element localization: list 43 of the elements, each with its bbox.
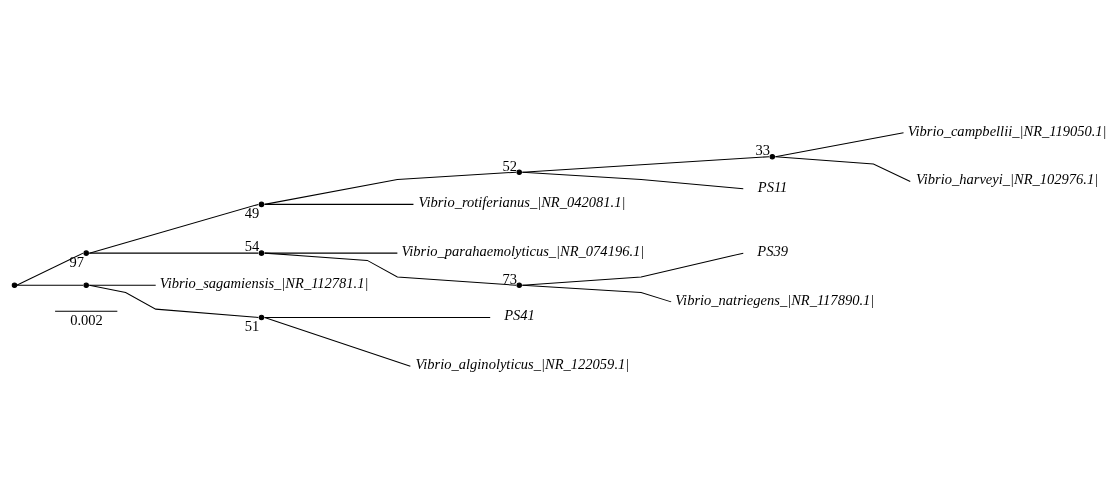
connector: [88, 252, 259, 254]
node-label: 33: [755, 141, 771, 158]
node-label: 52: [502, 157, 517, 174]
node-point: [83, 249, 89, 256]
connector: [264, 203, 414, 205]
node-label: 49: [244, 204, 260, 221]
node-text: Vibrio_parahaemolyticus_|NR_074196.1|: [401, 242, 645, 259]
connector: [264, 252, 517, 286]
connector: [264, 171, 517, 205]
connector: [16, 284, 84, 286]
node-label: 51: [244, 317, 260, 334]
connector: [16, 252, 84, 286]
connector: [774, 155, 911, 182]
node-text: Vibrio_rotiferianus_|NR_042081.1|: [418, 193, 626, 210]
connector: [521, 284, 672, 302]
node-text: Vibrio_sagamiensis_|NR_112781.1|: [159, 274, 369, 291]
connector: [521, 252, 744, 286]
node-text: Vibrio_harveyi_|NR_102976.1|: [915, 170, 1099, 187]
node-point: [83, 282, 89, 288]
node-point: [516, 168, 522, 175]
connector: [264, 316, 411, 367]
node-text: Vibrio_natriegens_|NR_117890.1|: [675, 291, 875, 308]
node-point: [516, 282, 522, 288]
connector: [521, 155, 770, 173]
node-point: [769, 153, 776, 159]
label: 0.002: [70, 311, 103, 328]
node-point: [258, 201, 265, 207]
connector: [88, 284, 259, 318]
node-label: 97: [69, 253, 84, 270]
node-text: PS41: [504, 306, 535, 323]
node-label: 73: [502, 270, 517, 287]
connector: [264, 252, 398, 254]
connector: [264, 316, 491, 318]
node-text: PS39: [757, 242, 788, 259]
node-label: 54: [244, 237, 260, 254]
node-point: [258, 314, 265, 320]
connector: [88, 203, 259, 254]
node-text: PS11: [757, 178, 788, 195]
node-text: Vibrio_alginolyticus_|NR_122059.1|: [415, 355, 630, 372]
node-point: [258, 249, 265, 256]
node-point: [11, 282, 18, 288]
connector: [521, 171, 744, 189]
node-text: Vibrio_campbellii_|NR_119050.1|: [907, 122, 1107, 139]
